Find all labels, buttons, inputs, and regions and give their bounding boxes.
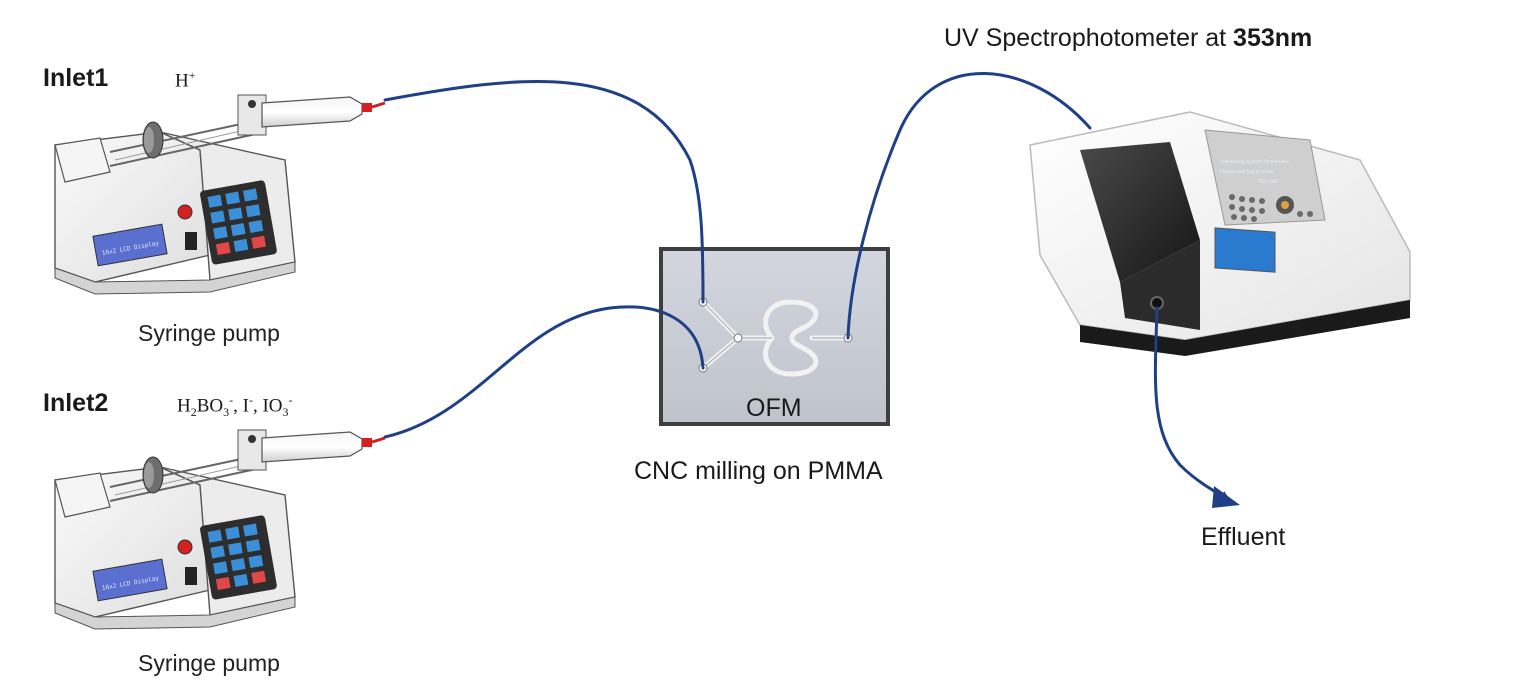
inlet2-label: Inlet2 — [43, 389, 109, 417]
tube-inlet1-to-chip — [383, 80, 705, 304]
inlet1-label: Inlet1 — [43, 64, 109, 92]
tube-inlet2-to-chip — [383, 305, 705, 439]
inlet2-reagents: H2BO3-, I-, IO3- — [177, 393, 293, 420]
pump-2-keypad — [200, 515, 277, 600]
pump-2-lcd — [92, 558, 168, 602]
pump-2-caption: Syringe pump — [138, 650, 280, 676]
spectro-screen-line-2: Please wait key to enter — [1220, 169, 1274, 175]
pump-1-lcd — [92, 223, 168, 267]
spectro-screen-line-3: TRS / WS — [1257, 179, 1279, 185]
uv-spectrophotometer: Preheating system 20 minutes Please wait… — [1029, 111, 1411, 356]
syringe-pump-1: 16x2 LCD Display — [54, 94, 386, 295]
ofm-chip — [659, 247, 890, 426]
tubing — [383, 72, 1231, 501]
inlet1-reagent: H+ — [175, 68, 196, 92]
effluent-arrow-icon — [1212, 486, 1240, 508]
tube-effluent — [1153, 306, 1231, 501]
syringe-pump-2: 16x2 LCD Display — [54, 429, 386, 630]
spectro-screen — [1214, 227, 1276, 273]
tube-chip-to-spectro — [846, 72, 1092, 340]
chip-caption: CNC milling on PMMA — [634, 457, 883, 485]
chip-label: OFM — [746, 394, 802, 422]
effluent-label: Effluent — [1201, 523, 1286, 551]
pump-1-keypad — [200, 180, 277, 265]
pump-1-caption: Syringe pump — [138, 320, 280, 346]
spectro-screen-line-1: Preheating system 20 minutes — [1220, 159, 1289, 165]
spectrophotometer-title: UV Spectrophotometer at 353nm — [944, 24, 1313, 52]
